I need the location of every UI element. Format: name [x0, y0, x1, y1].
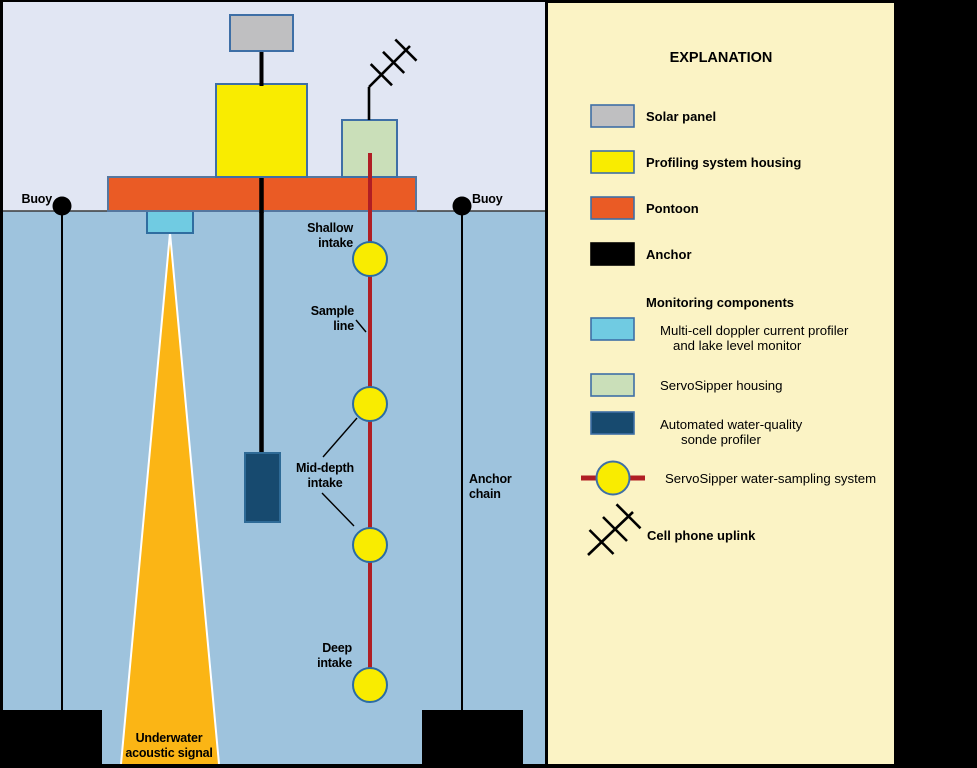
- explanation-panel: EXPLANATION Solar panel Profiling system…: [548, 3, 894, 764]
- sampler-icon: [581, 460, 645, 496]
- legend-swatch-sonde: [590, 411, 635, 435]
- legend-label-sonde: Automated water-quality sonde profiler: [660, 417, 803, 447]
- legend-title: EXPLANATION: [669, 50, 773, 66]
- intake-deep-circle: [352, 667, 388, 703]
- legend-swatch-solar-panel: [590, 104, 635, 128]
- legend-swatch-profiling-housing: [590, 150, 635, 174]
- acoustic-beam-edge-right: [169, 232, 220, 764]
- legend-swatch-pontoon: [590, 196, 635, 220]
- mid-depth-pointer-up: [322, 417, 358, 458]
- anchor-left-shape: [3, 710, 102, 764]
- legend-label-sampler: ServoSipper water-sampling system: [665, 471, 877, 486]
- intake-mid-2-circle: [352, 527, 388, 563]
- legend-swatch-servo-housing: [590, 373, 635, 397]
- buoy-system-diagram: [3, 2, 545, 764]
- buoy-right-shape: [452, 196, 472, 216]
- solar-panel-shape: [229, 14, 294, 52]
- legend-swatch-anchor: [590, 242, 635, 266]
- legend-label-servo-housing: ServoSipper housing: [660, 378, 783, 393]
- legend-label-pontoon: Pontoon: [646, 201, 699, 216]
- cell-antenna-icon: [367, 38, 418, 120]
- sonde-profiler-shape: [244, 452, 281, 523]
- profiling-housing-shape: [215, 83, 308, 178]
- legend-background-layer: [548, 3, 894, 764]
- legend-label-profiling-housing: Profiling system housing: [646, 155, 802, 170]
- intake-mid-1-circle: [352, 386, 388, 422]
- legend-label-solar-panel: Solar panel: [646, 109, 717, 124]
- legend-label-cell-uplink: Cell phone uplink: [647, 528, 756, 543]
- legend-label-doppler: Multi-cell doppler current profiler and …: [660, 323, 849, 353]
- mid-depth-pointer-down: [321, 492, 355, 527]
- legend-monitoring-header: Monitoring components: [646, 295, 795, 310]
- buoy-left-shape: [52, 196, 72, 216]
- sample-line-pointer: [355, 319, 367, 333]
- legend-swatch-doppler: [590, 317, 635, 341]
- acoustic-beam-edge-left: [120, 232, 171, 764]
- anchor-right-shape: [422, 710, 523, 764]
- cell-antenna-legend-icon: [587, 503, 642, 556]
- acoustic-signal-beam: [121, 233, 219, 764]
- legend-label-anchor: Anchor: [646, 247, 692, 262]
- intake-shallow-circle: [352, 241, 388, 277]
